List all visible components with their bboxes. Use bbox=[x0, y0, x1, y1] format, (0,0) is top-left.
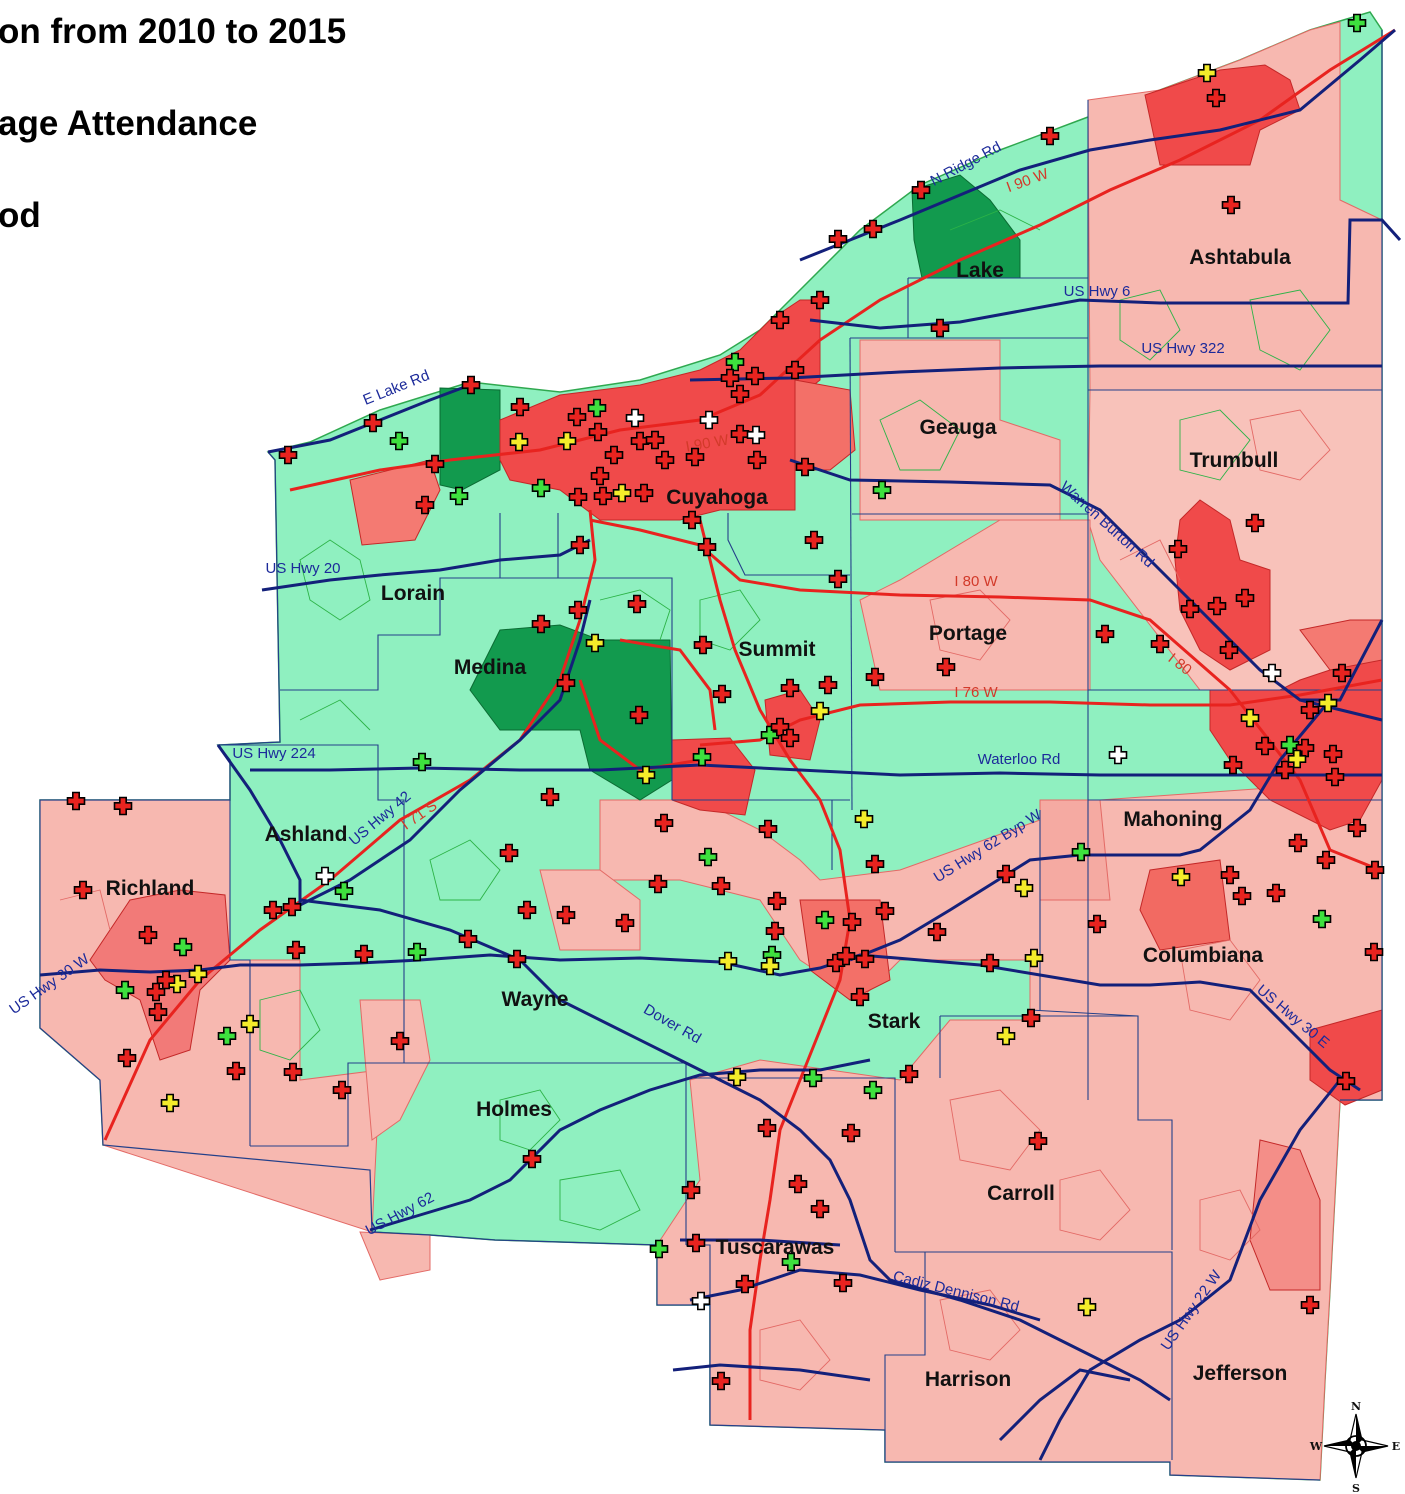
county-label-carroll: Carroll bbox=[987, 1182, 1055, 1205]
strong-growth-areas bbox=[439, 174, 1021, 801]
compass-south: S bbox=[1352, 1482, 1360, 1494]
county-labels: AshtabulaLakeGeaugaTrumbullCuyahogaLorai… bbox=[106, 246, 1291, 1391]
subdivision-lines bbox=[259, 209, 1331, 1231]
compass-rose: N S E W bbox=[1309, 1400, 1400, 1494]
county-label-trumbull: Trumbull bbox=[1190, 449, 1279, 472]
county-label-harrison: Harrison bbox=[925, 1368, 1011, 1391]
county-label-jefferson: Jefferson bbox=[1193, 1362, 1288, 1385]
map-title-line-2: age Attendance bbox=[0, 104, 258, 143]
county-label-stark: Stark bbox=[868, 1010, 921, 1033]
county-label-tuscarawas: Tuscarawas bbox=[716, 1236, 835, 1259]
map-title-line-1: on from 2010 to 2015 bbox=[0, 12, 347, 51]
road-label-us-hwy-224: US Hwy 224 bbox=[232, 745, 315, 762]
county-label-columbiana: Columbiana bbox=[1143, 944, 1263, 967]
compass-west: W bbox=[1309, 1440, 1323, 1453]
road-label-i-76-w: I 76 W bbox=[954, 684, 998, 701]
road-label-us-hwy-322: US Hwy 322 bbox=[1141, 340, 1224, 357]
marker-cross-red bbox=[828, 229, 848, 249]
county-label-geauga: Geauga bbox=[919, 416, 996, 439]
road-label-waterloo-rd: Waterloo Rd bbox=[978, 751, 1061, 768]
county-label-portage: Portage bbox=[929, 622, 1007, 645]
county-label-lake: Lake bbox=[956, 259, 1004, 282]
road-label-us-hwy-20: US Hwy 20 bbox=[265, 560, 340, 577]
county-label-lorain: Lorain bbox=[381, 582, 445, 605]
county-label-ashland: Ashland bbox=[265, 823, 348, 846]
county-label-cuyahoga: Cuyahoga bbox=[666, 486, 768, 509]
county-label-mahoning: Mahoning bbox=[1123, 808, 1222, 831]
county-label-holmes: Holmes bbox=[476, 1098, 552, 1121]
county-label-wayne: Wayne bbox=[502, 988, 569, 1011]
county-label-ashtabula: Ashtabula bbox=[1189, 246, 1291, 269]
county-label-summit: Summit bbox=[738, 638, 815, 661]
road-label-i-80-w: I 80 W bbox=[954, 573, 998, 590]
county-label-richland: Richland bbox=[106, 877, 195, 900]
subdivision-lines-pink bbox=[59, 409, 1331, 1391]
county-label-medina: Medina bbox=[454, 656, 527, 679]
map-title-line-3: od bbox=[0, 196, 41, 235]
compass-east: E bbox=[1392, 1440, 1400, 1453]
road-label-us-hwy-6: US Hwy 6 bbox=[1064, 283, 1131, 300]
compass-north: N bbox=[1351, 1400, 1361, 1413]
